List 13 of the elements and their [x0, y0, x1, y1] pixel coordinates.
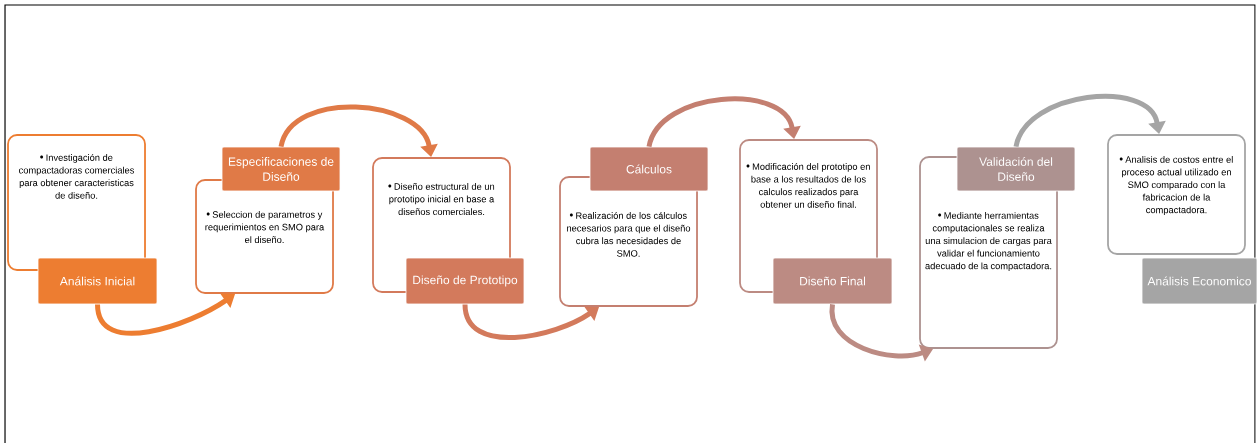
stage-label: Diseño Final [772, 257, 893, 305]
text-card: Realización de los cálculos necesarios para que el diseño cubra las necesidades de SMO. [559, 176, 698, 307]
text-card: Analisis de costos entre el proceso actual utilizado en SMO comparado con la fabricacion de la compactadora. [1107, 134, 1246, 255]
curved-arrow [1013, 93, 1166, 148]
stage-label: Cálculos [589, 146, 709, 192]
curved-arrow [646, 96, 801, 148]
stage-label: Diseño de Prototipo [405, 257, 525, 305]
stage-label: Análisis Economico [1141, 257, 1258, 305]
stage-label: Análisis Inicial [37, 257, 158, 305]
curved-arrow [278, 104, 438, 157]
stage-label: Especificaciones de Diseño [221, 146, 341, 192]
text-card: Investigación de compactadoras comerciales para obtener caracteristicas de diseño. [7, 134, 146, 271]
stage-label: Validación del Diseño [956, 146, 1076, 192]
